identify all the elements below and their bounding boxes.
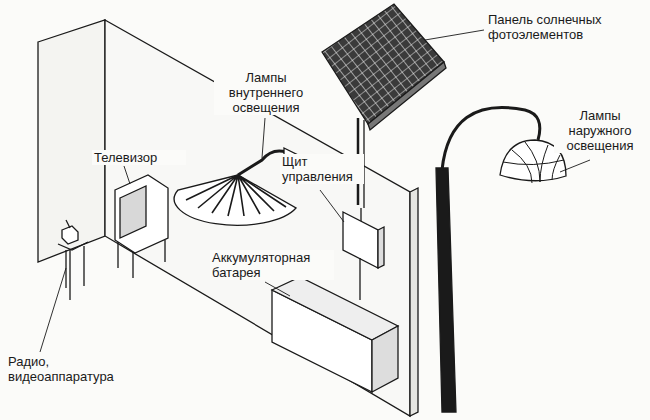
tv-stand <box>118 240 165 278</box>
tv-screen <box>120 186 146 238</box>
radio-antenna <box>66 220 70 228</box>
television <box>115 175 168 253</box>
leader-line <box>40 30 590 352</box>
wall-edge <box>410 188 418 416</box>
part-label: Лампы наружного освещения <box>554 108 646 153</box>
radio <box>62 226 78 244</box>
lamp-pole <box>436 168 456 412</box>
wire <box>359 258 360 300</box>
battery-top <box>272 277 398 340</box>
part-label: Радио, видеоаппаратура <box>6 354 140 384</box>
left-wall <box>38 20 105 262</box>
part-label: Лампы внутреннего освещения <box>214 70 318 115</box>
solar-panel <box>322 4 444 124</box>
radio-table <box>58 242 88 300</box>
solar-panel-frame <box>368 62 446 130</box>
part-label: Панель солнечных фотоэлементов <box>486 12 640 42</box>
part-label: Телевизор <box>92 150 186 165</box>
lamp-ribs <box>186 175 286 216</box>
wire <box>360 208 361 222</box>
control-box-side <box>378 227 384 268</box>
part-label: Щит управления <box>280 154 364 184</box>
battery-side <box>372 326 398 392</box>
indoor-lamp <box>174 175 296 225</box>
part-label: Аккумуляторная батарея <box>210 250 334 280</box>
